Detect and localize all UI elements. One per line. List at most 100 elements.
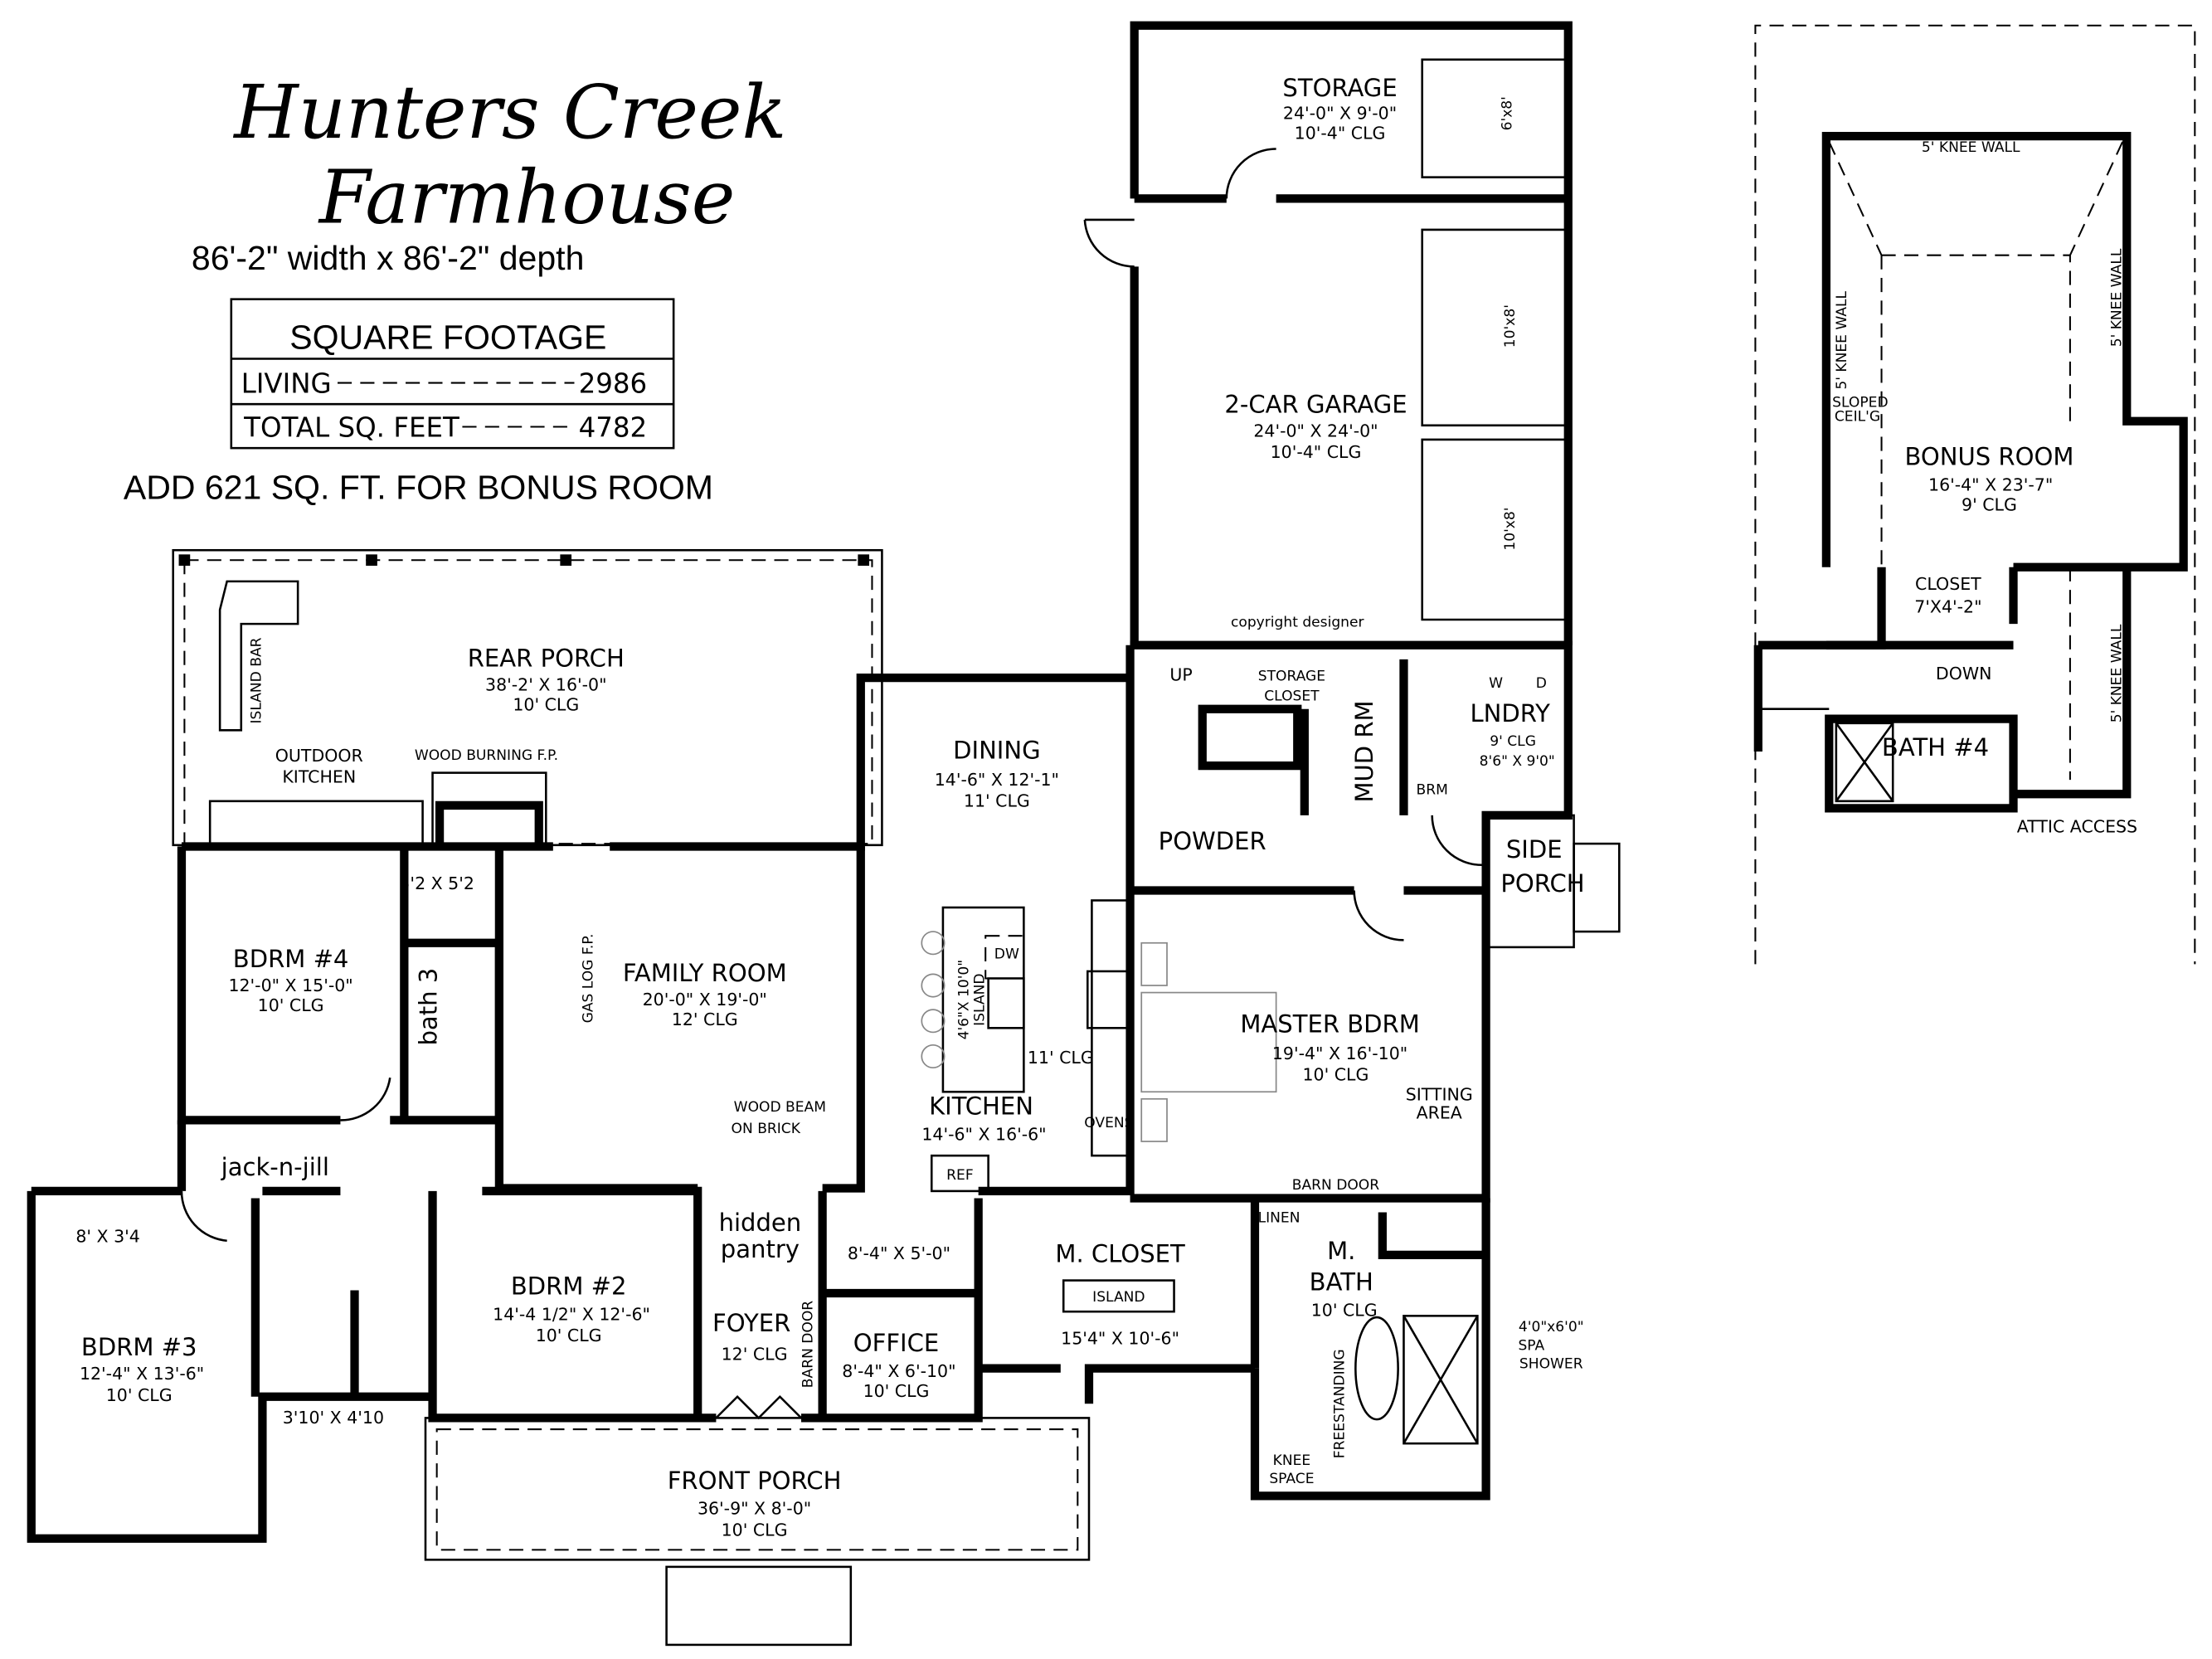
pantry-label-2: pantry <box>721 1235 800 1263</box>
knee-wall-right-label-1: 5' KNEE WALL <box>2108 248 2125 347</box>
rear-porch-name: REAR PORCH <box>468 644 625 672</box>
rear-porch-clg: 10' CLG <box>513 694 579 714</box>
stair-down-label: DOWN <box>1936 664 1992 684</box>
sloped-ceiling-label-1: SLOPED <box>1832 395 1888 411</box>
title-line2: Farmhouse <box>318 153 736 240</box>
bonus-note: ADD 621 SQ. FT. FOR BONUS ROOM <box>124 469 713 507</box>
bdrm4-clg: 10' CLG <box>258 995 324 1015</box>
office-clg: 10' CLG <box>863 1381 930 1401</box>
master-bdrm-clg: 10' CLG <box>1302 1065 1369 1085</box>
bdrm4-size: 12'-0" X 15'-0" <box>228 975 352 995</box>
jack-n-jill-label: jack-n-jill <box>221 1153 329 1181</box>
freestanding-tub-label: FREESTANDING <box>1332 1349 1349 1458</box>
laundry-name: LNDRY <box>1470 699 1550 727</box>
bdrm2-clg: 10' CLG <box>536 1326 602 1345</box>
front-porch-name: FRONT PORCH <box>668 1467 842 1495</box>
sqft-total-label: TOTAL SQ. FEET <box>243 411 459 443</box>
dimensions-text: 86'-2" width x 86'-2" depth <box>192 239 584 277</box>
sqft-heading: SQUARE FOOTAGE <box>289 319 606 357</box>
spa-shower-label-2: SPA <box>1518 1337 1544 1354</box>
sitting-area-label-1: SITTING <box>1406 1084 1473 1104</box>
wood-beam-label-1: WOOD BEAM <box>734 1099 826 1116</box>
master-bed <box>1062 941 1479 1445</box>
foyer-barn-door-label: BARN DOOR <box>800 1301 817 1389</box>
broom-closet-label: BRM <box>1416 781 1447 798</box>
m-closet-size: 15'4" X 10'-6" <box>1061 1329 1179 1349</box>
garage-door1-size: 10'x8' <box>1502 304 1519 348</box>
sqft-living-label: LIVING <box>241 368 332 400</box>
family-room-size: 20'-0" X 19'-0" <box>643 990 767 1010</box>
wood-burning-fp-label: WOOD BURNING F.P. <box>415 747 558 764</box>
sloped-ceiling-label-2: CEIL'G <box>1835 409 1880 426</box>
family-room-clg: 12' CLG <box>672 1010 738 1029</box>
dryer-label: D <box>1536 675 1547 692</box>
foyer-clg: 12' CLG <box>722 1344 788 1364</box>
master-bdrm-name: MASTER BDRM <box>1240 1010 1419 1038</box>
bath3-name: bath 3 <box>415 968 443 1046</box>
stair-up-label: UP <box>1169 665 1192 685</box>
storage-door-size: 6'x8' <box>1499 96 1515 130</box>
side-porch-label-1: SIDE <box>1506 835 1563 864</box>
porches <box>424 814 1621 1647</box>
powder-name: POWDER <box>1159 827 1266 855</box>
bdrm4-closet-size: 5'2 X 5'2 <box>399 873 474 893</box>
island-bar-label: ISLAND BAR <box>249 637 265 723</box>
m-closet-island-label: ISLAND <box>1092 1289 1145 1306</box>
bonus-room-size: 16'-4" X 23'-7" <box>1928 474 2053 494</box>
bdrm3-clg: 10' CLG <box>106 1385 173 1405</box>
outdoor-kitchen-label-2: KITCHEN <box>282 767 356 787</box>
m-bath-clg: 10' CLG <box>1311 1300 1378 1320</box>
knee-wall-top-label: 5' KNEE WALL <box>1922 139 2020 156</box>
garage-walls <box>1083 21 1573 645</box>
front-porch-size: 36'-9" X 8'-0" <box>698 1499 811 1519</box>
ovens-label: OVENS <box>1084 1115 1133 1131</box>
sqft-total-value: 4782 <box>579 411 648 443</box>
bath4-name: BATH #4 <box>1882 733 1989 761</box>
m-bath-label-1: M. <box>1327 1237 1355 1265</box>
plan-title: Hunters Creek Farmhouse <box>232 69 786 241</box>
storage-name: STORAGE <box>1282 74 1397 102</box>
title-line1: Hunters Creek <box>232 69 786 155</box>
knee-space-label-2: SPACE <box>1269 1471 1314 1487</box>
dishwasher-label: DW <box>994 946 1019 963</box>
kitchen-name: KITCHEN <box>929 1092 1033 1121</box>
bdrm3-name: BDRM #3 <box>81 1333 197 1361</box>
attic-access-label: ATTIC ACCESS <box>2017 816 2137 836</box>
m-closet-name: M. CLOSET <box>1055 1239 1185 1267</box>
kitchen-size: 14'-6" X 16'-6" <box>921 1124 1046 1144</box>
garage-name: 2-CAR GARAGE <box>1224 390 1407 418</box>
laundry-clg: 9' CLG <box>1490 733 1536 750</box>
garage-door2-size: 10'x8' <box>1502 508 1519 551</box>
sitting-area-label-2: AREA <box>1417 1103 1462 1123</box>
bonus-room-clg: 9' CLG <box>1962 494 2017 514</box>
side-porch-label-2: PORCH <box>1500 869 1584 898</box>
spa-shower-label-1: 4'0"x6'0" <box>1519 1319 1584 1335</box>
knee-wall-right-label-2: 5' KNEE WALL <box>2108 624 2125 722</box>
office-name: OFFICE <box>853 1329 939 1357</box>
family-room-name: FAMILY ROOM <box>623 959 787 987</box>
spa-shower-label-3: SHOWER <box>1519 1356 1583 1373</box>
bdrm2-size: 14'-4 1/2" X 12'-6" <box>493 1304 650 1324</box>
bdrm4-name: BDRM #4 <box>233 945 349 973</box>
storage-closet-label-2: CLOSET <box>1264 688 1320 704</box>
office-size: 8'-4" X 6'-10" <box>842 1361 955 1381</box>
dining-name: DINING <box>953 737 1040 765</box>
garage-size: 24'-0" X 24'-0" <box>1253 421 1378 440</box>
front-porch-clg: 10' CLG <box>722 1520 788 1540</box>
bonus-closet-name: CLOSET <box>1915 574 1981 594</box>
wood-beam-label-2: ON BRICK <box>732 1121 801 1137</box>
m-bath-label-2: BATH <box>1310 1268 1373 1297</box>
bonus-floor <box>1753 24 2196 965</box>
kitchen-clg: 11' CLG <box>1028 1048 1094 1068</box>
outdoor-kitchen-label-1: OUTDOOR <box>275 746 363 766</box>
linen-label: LINEN <box>1258 1210 1300 1227</box>
washer-label: W <box>1489 675 1503 692</box>
island-label: ISLAND <box>971 973 988 1025</box>
laundry-size: 8'6" X 9'0" <box>1480 753 1555 770</box>
bdrm3-size: 12'-4" X 13'-6" <box>80 1364 204 1384</box>
island-size-label: 4'6"X 10'0" <box>956 960 973 1040</box>
storage-clg: 10'-4" CLG <box>1295 124 1386 144</box>
garage-clg: 10'-4" CLG <box>1271 442 1362 462</box>
rear-porch-size: 38'-2' X 16'-0" <box>485 674 606 694</box>
